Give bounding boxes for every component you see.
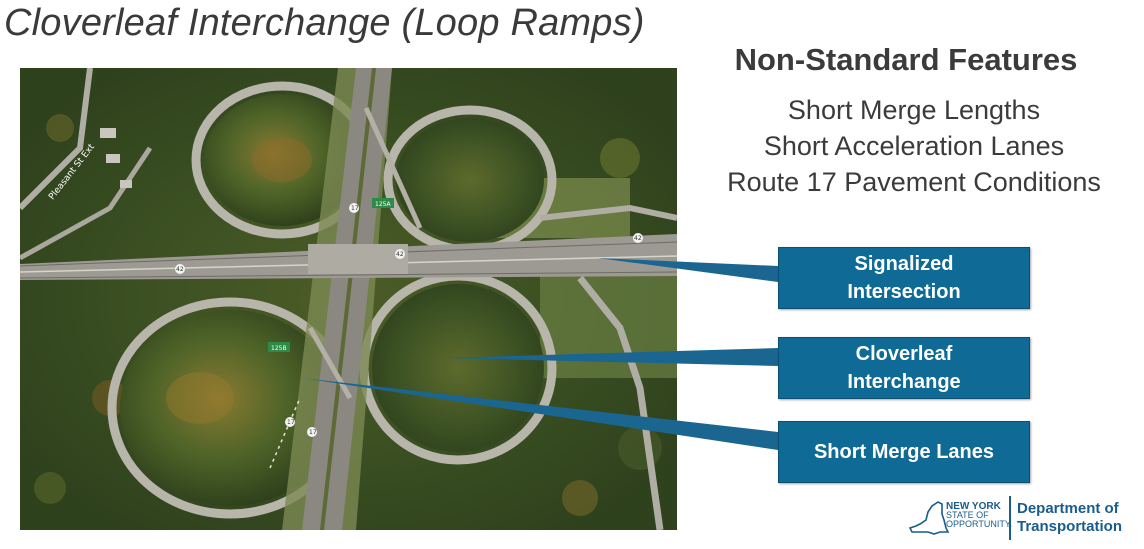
callout-line: Short Merge Lanes — [813, 441, 995, 463]
svg-text:42: 42 — [634, 235, 642, 242]
callout-line: Interchange — [847, 371, 961, 393]
feature-list: Short Merge Lengths Short Acceleration L… — [686, 92, 1142, 200]
dept-line: Transportation — [1017, 518, 1123, 535]
feature-item: Short Acceleration Lanes — [763, 131, 1065, 161]
callout-signalized-intersection: Signalized Intersection — [778, 247, 1030, 309]
aerial-map: Pleasant St Ext 17 17 17 42 — [20, 68, 677, 530]
svg-text:17: 17 — [351, 205, 359, 212]
state-line: OPPORTUNITY. — [946, 519, 1013, 529]
exit-sign-125a: 125A — [372, 198, 394, 208]
logo-divider — [1009, 496, 1011, 540]
route-42-shield-east: 42 — [395, 249, 405, 259]
exit-sign-125b: 125B — [268, 342, 290, 352]
new-york-state-outline-icon — [908, 501, 950, 535]
route-17-shield-south-2: 17 — [307, 427, 317, 437]
feature-item: Route 17 Pavement Conditions — [727, 167, 1101, 197]
nysdot-logo: NEW YORK STATE OF OPPORTUNITY. Departmen… — [904, 494, 1140, 544]
state-line: STATE OF — [946, 510, 989, 520]
route-42-shield-far: 42 — [633, 233, 643, 243]
callout-line: Cloverleaf — [855, 343, 953, 365]
route-42-shield: 42 — [175, 264, 185, 274]
svg-text:42: 42 — [176, 266, 184, 273]
slide-title: Cloverleaf Interchange (Loop Ramps) — [4, 2, 645, 44]
svg-text:17: 17 — [309, 429, 317, 436]
feature-item: Short Merge Lengths — [787, 95, 1041, 125]
route-17-shield: 17 — [349, 203, 359, 213]
callout-short-merge-lanes: Short Merge Lanes — [778, 421, 1030, 483]
dept-name: Department of Transportation — [1017, 500, 1122, 536]
svg-text:42: 42 — [396, 251, 404, 258]
svg-text:17: 17 — [287, 419, 295, 426]
nys-wordmark: NEW YORK STATE OF OPPORTUNITY. — [946, 502, 1012, 529]
dept-line: Department of — [1017, 500, 1119, 517]
state-line: NEW YORK — [946, 501, 1001, 512]
svg-text:125B: 125B — [271, 345, 287, 352]
callout-line: Intersection — [847, 281, 961, 303]
svg-text:125A: 125A — [375, 201, 391, 208]
callout-cloverleaf-interchange: Cloverleaf Interchange — [778, 337, 1030, 399]
features-heading: Non-Standard Features — [734, 42, 1078, 77]
callout-line: Signalized — [854, 253, 954, 275]
